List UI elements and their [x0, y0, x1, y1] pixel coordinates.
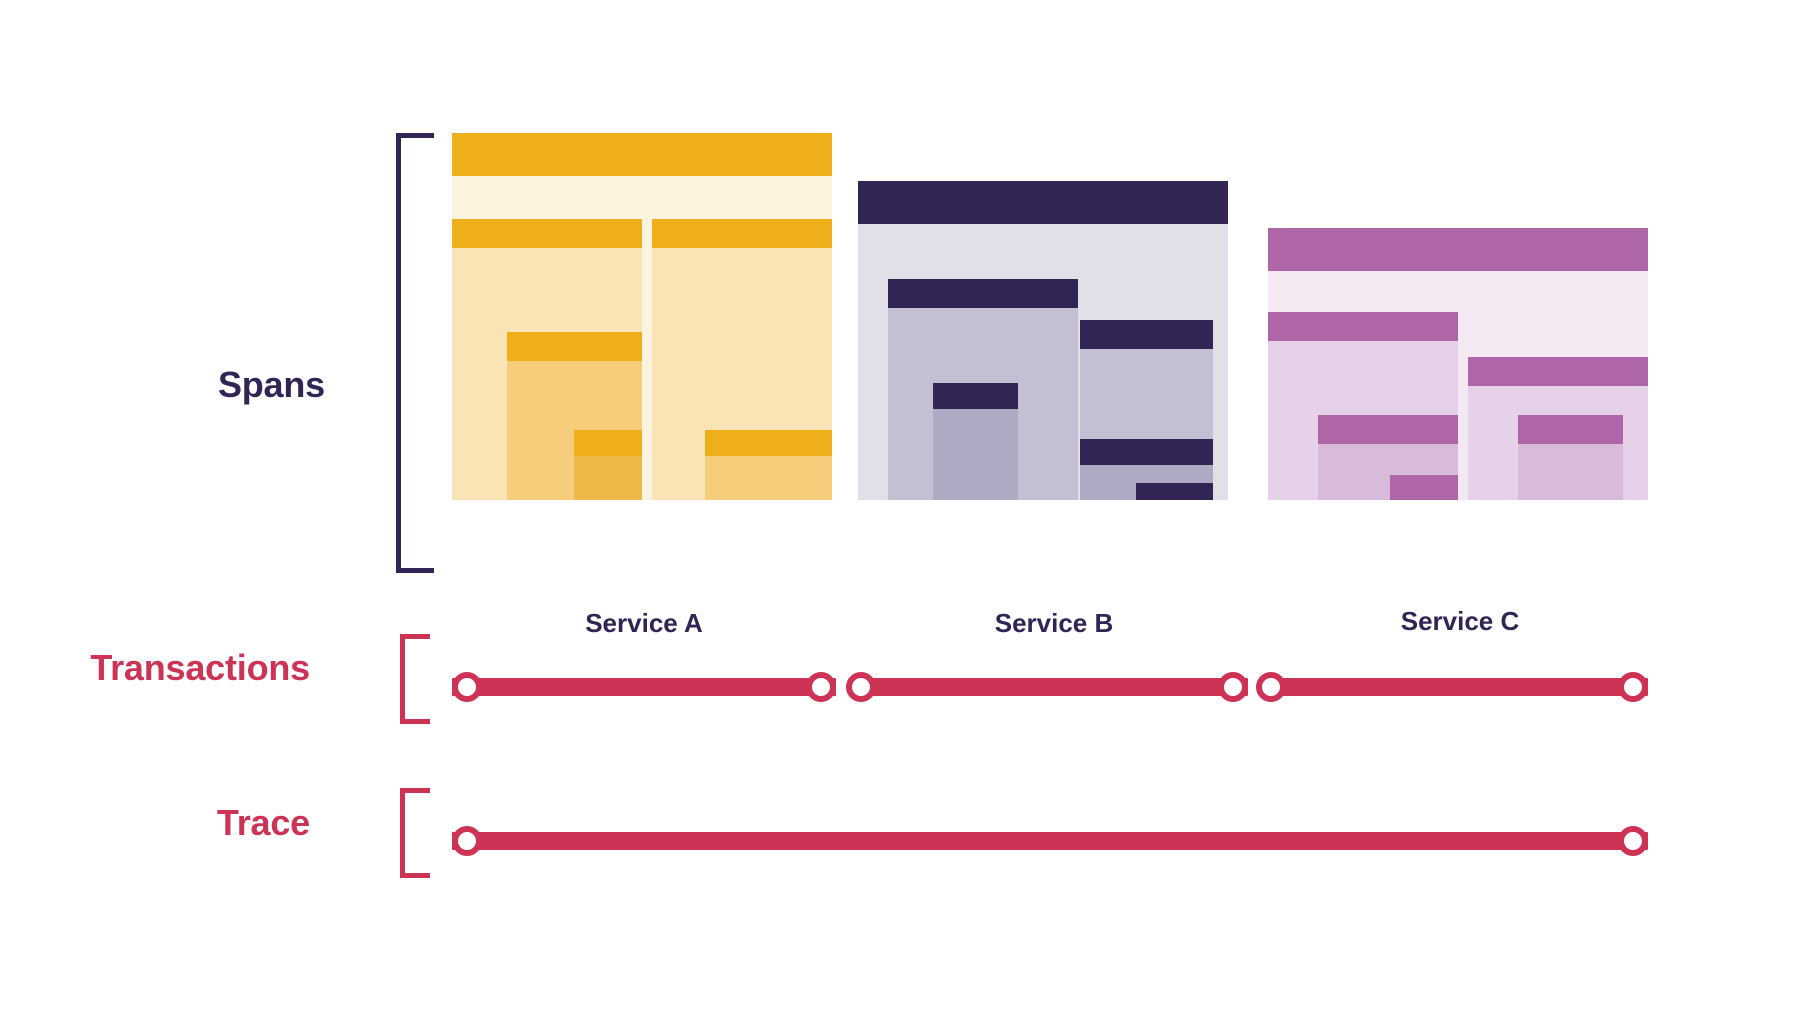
span-a-child-1-header	[452, 219, 642, 248]
transaction-b-start-dot[interactable]	[846, 672, 876, 702]
service-caption-a: Service A	[585, 608, 703, 638]
span-c-root-header	[1268, 228, 1648, 271]
trace-bracket	[400, 788, 430, 878]
transaction-bar-c[interactable]	[1268, 678, 1648, 696]
span-a-root-header	[452, 133, 832, 176]
span-c-child-1-header	[1268, 312, 1458, 341]
transaction-c-start-dot[interactable]	[1256, 672, 1286, 702]
span-a-leaf-1-header	[507, 332, 642, 361]
trace-row-label: Trace	[216, 802, 310, 843]
span-c-child-2-header	[1468, 357, 1648, 386]
trace-bar[interactable]	[452, 832, 1648, 850]
transaction-b-end-dot[interactable]	[1218, 672, 1248, 702]
span-b-root-header	[858, 181, 1228, 224]
span-b-leaf-2-header	[1080, 439, 1213, 465]
spans-chart	[452, 0, 1652, 500]
span-b-child-1-header	[888, 279, 1078, 308]
span-a-leaf-2-header	[705, 430, 832, 456]
transactions-row-label: Transactions	[90, 647, 310, 688]
span-b-leaf-3-header	[1136, 483, 1213, 500]
span-a-leaf-3-header	[574, 430, 642, 456]
service-c-span-stack	[1268, 0, 1652, 500]
transaction-a-end-dot[interactable]	[806, 672, 836, 702]
service-caption-c: Service C	[1400, 606, 1520, 636]
transactions-bracket	[400, 634, 430, 724]
spans-bracket	[396, 133, 434, 573]
span-c-leaf-3-header	[1390, 475, 1458, 500]
service-b-span-stack	[858, 0, 1250, 500]
trace-start-dot[interactable]	[452, 826, 482, 856]
transaction-a-start-dot[interactable]	[452, 672, 482, 702]
spans-row-label: Spans	[217, 364, 325, 405]
service-caption-b: Service B	[994, 608, 1114, 638]
span-b-child-2-header	[1080, 320, 1213, 349]
transaction-c-end-dot[interactable]	[1618, 672, 1648, 702]
trace-end-dot[interactable]	[1618, 826, 1648, 856]
span-b-leaf-1-header	[933, 383, 1018, 409]
transaction-bar-b[interactable]	[858, 678, 1248, 696]
transaction-bar-a[interactable]	[452, 678, 836, 696]
span-c-leaf-1-header	[1318, 415, 1458, 444]
span-a-child-2-header	[652, 219, 832, 248]
span-c-leaf-2-header	[1518, 415, 1623, 444]
service-a-span-stack	[452, 0, 836, 500]
